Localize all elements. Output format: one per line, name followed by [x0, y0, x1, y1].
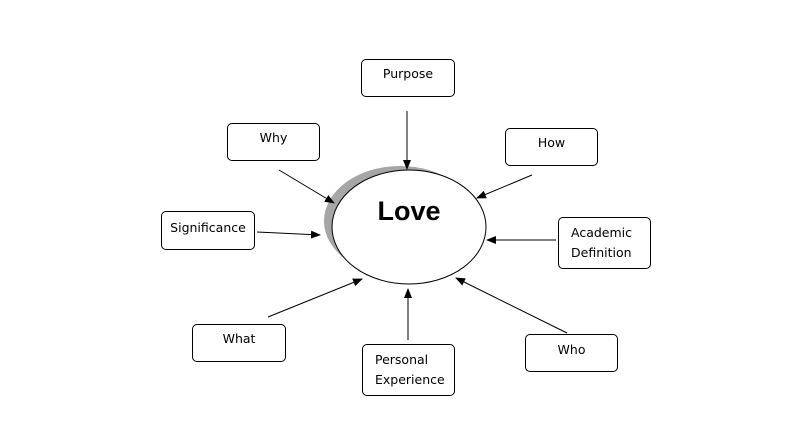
node-who-line-1: Who	[557, 341, 586, 357]
arrow-significance	[256, 230, 321, 239]
arrow-what	[267, 278, 363, 318]
node-significance: Significance	[161, 211, 255, 250]
node-personal-line-1: Personal	[375, 352, 429, 367]
node-why-line-1: Why	[259, 130, 288, 145]
node-what-line-1: What	[222, 331, 256, 346]
node-who: Who	[525, 334, 618, 372]
node-why: Why	[227, 123, 320, 161]
arrow-how	[476, 174, 533, 199]
node-how-line-1: How	[537, 135, 566, 150]
center-ellipse	[331, 169, 487, 285]
arrow-why	[278, 169, 335, 204]
node-what: What	[192, 324, 286, 362]
node-purpose: Purpose	[361, 59, 455, 97]
center-label: Love	[377, 196, 441, 226]
node-personal-line-2: Experience	[375, 372, 445, 387]
node-academic-line-2: Definition	[571, 245, 632, 260]
node-personal: Personal Experience	[362, 344, 455, 396]
node-purpose-line-1: Purpose	[382, 66, 434, 81]
arrow-who	[455, 277, 568, 334]
node-academic-line-1: Academic	[571, 225, 633, 240]
node-how: How	[505, 128, 598, 166]
node-academic: Academic Definition	[558, 217, 651, 269]
node-significance-line-1: Significance	[170, 220, 246, 235]
